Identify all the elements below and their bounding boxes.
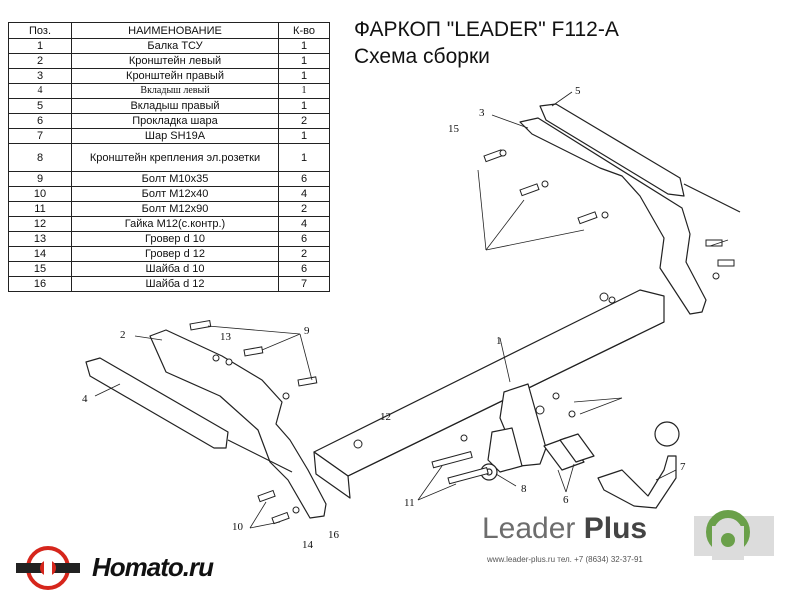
row-name: Шайба d 12 xyxy=(71,276,279,292)
callout-3: 3 xyxy=(479,107,485,119)
right-insert xyxy=(539,103,685,197)
leader-plus-logo xyxy=(694,510,774,560)
callout-9: 9 xyxy=(304,325,310,337)
row-qty: 7 xyxy=(278,276,330,292)
diagram-title: ФАРКОП "LEADER" F112-A xyxy=(354,18,619,41)
row-pos: 16 xyxy=(8,276,72,292)
left-bracket xyxy=(149,329,327,519)
tow-ball-arm xyxy=(597,455,677,509)
row-name: Болт M12x90 xyxy=(71,201,279,217)
callout-2: 2 xyxy=(120,329,126,341)
row-name: Болт M10x35 xyxy=(71,171,279,187)
row-pos: 8 xyxy=(8,143,72,172)
callout-16: 16 xyxy=(328,529,340,541)
callout-12: 12 xyxy=(380,411,391,423)
row-name: Прокладка шара xyxy=(71,113,279,129)
tow-beam xyxy=(313,289,665,477)
homato-logo-icon xyxy=(16,546,80,590)
leader-plus-brand: Leader Plus xyxy=(482,512,647,546)
callout-4: 4 xyxy=(82,393,88,405)
row-name: Гайка M12(с.контр.) xyxy=(71,216,279,232)
homato-logo-text: Homato.ru xyxy=(92,552,214,582)
row-qty: 1 xyxy=(278,53,330,69)
diagram-subtitle: Схема сборки xyxy=(354,45,490,68)
brand-name-bold: Plus xyxy=(583,512,648,545)
callout-8: 8 xyxy=(521,483,527,495)
callout-1: 1 xyxy=(496,335,502,347)
callout-14: 14 xyxy=(302,539,314,551)
callout-11: 11 xyxy=(404,497,415,509)
row-qty: 1 xyxy=(278,143,330,172)
callout-10: 10 xyxy=(232,521,244,533)
row-name: Вкладыш правый xyxy=(71,98,279,114)
callout-15: 15 xyxy=(448,123,460,135)
callout-6: 6 xyxy=(563,494,569,506)
right-bracket xyxy=(519,117,707,315)
brand-contacts: www.leader-plus.ru тел. +7 (8634) 32-37-… xyxy=(487,555,643,564)
callout-5: 5 xyxy=(575,85,581,97)
callout-13: 13 xyxy=(220,331,232,343)
brand-name-light: Leader xyxy=(482,512,584,545)
row-pos: 15 xyxy=(8,261,72,277)
left-insert xyxy=(85,357,229,449)
callout-7: 7 xyxy=(680,461,686,473)
